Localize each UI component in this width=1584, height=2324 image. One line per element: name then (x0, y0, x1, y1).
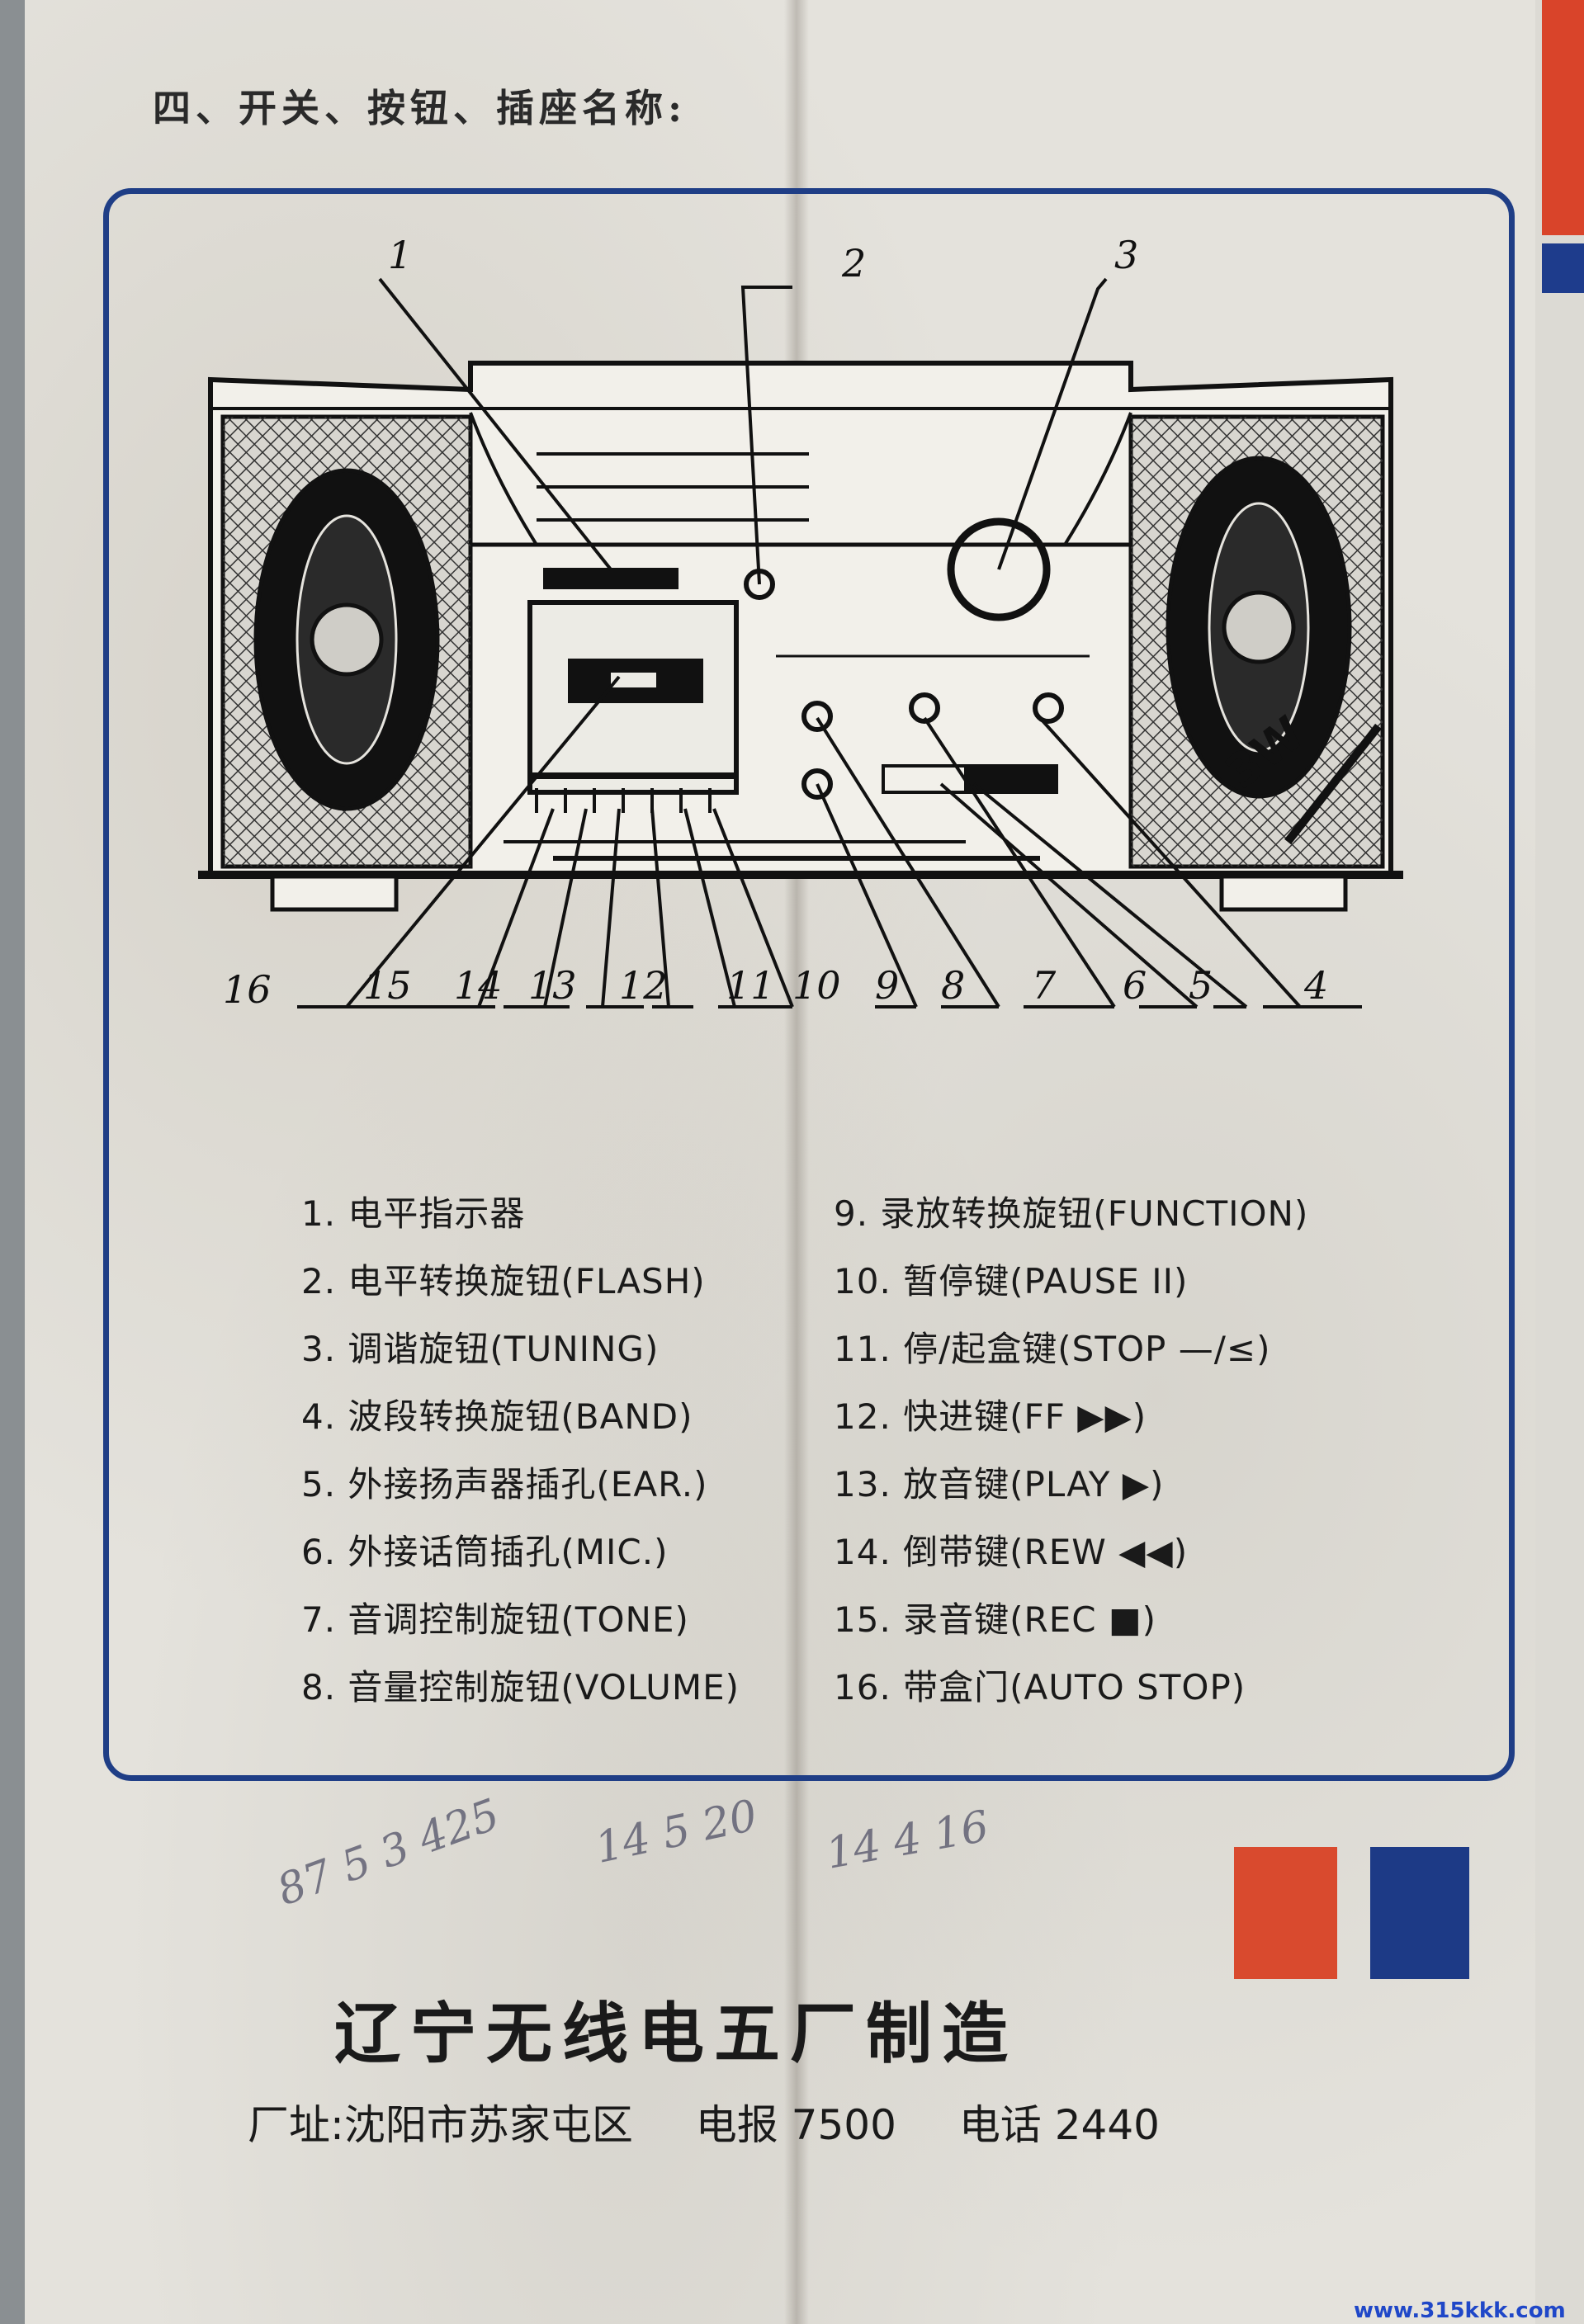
next-page-blue-block (1542, 243, 1584, 293)
diagram-label-9: 9 (875, 963, 899, 1008)
list-item: 1. 电平指示器 (301, 1193, 526, 1234)
diagram-label-6: 6 (1123, 963, 1147, 1008)
list-item: 4. 波段转换旋钮(BAND) (301, 1396, 693, 1437)
address-line: 厂址:沈阳市苏家屯区 电报 7500 电话 2440 (248, 2092, 1209, 2152)
diagram-label-12: 12 (619, 963, 668, 1008)
diagram-label-8: 8 (941, 963, 965, 1008)
blue-color-block (1370, 1847, 1469, 1979)
section-title: 四、开关、按钮、插座名称: (153, 86, 687, 130)
left-speaker (220, 414, 473, 869)
list-item: 7. 音调控制旋钮(TONE) (301, 1599, 689, 1640)
controls-list-right: 9. 录放转换旋钮(FUNCTION) 10. 暂停键(PAUSE II) 11… (834, 1180, 1511, 1722)
list-item: 15. 录音键(REC ■) (834, 1599, 1156, 1640)
right-speaker (1128, 414, 1385, 869)
watermark: www.315kkk.com (1354, 2298, 1566, 2323)
diagram-label-3: 3 (1114, 233, 1138, 277)
blue-frame (103, 188, 1515, 1781)
diagram-label-16: 16 (223, 967, 272, 1012)
controls-list-left: 1. 电平指示器 2. 电平转换旋钮(FLASH) 3. 调谐旋钮(TUNING… (301, 1180, 797, 1722)
list-item: 5. 外接扬声器插孔(EAR.) (301, 1464, 708, 1504)
list-item: 11. 停/起盒键(STOP —/≤) (834, 1329, 1271, 1369)
address-phone: 电话 2440 (958, 2101, 1160, 2149)
diagram-label-11: 11 (726, 963, 775, 1008)
diagram-label-14: 14 (454, 963, 503, 1008)
list-item: 16. 带盒门(AUTO STOP) (834, 1667, 1246, 1708)
diagram-label-15: 15 (363, 963, 412, 1008)
list-item: 6. 外接话筒插孔(MIC.) (301, 1532, 669, 1572)
list-item: 12. 快进键(FF ▶▶) (834, 1396, 1147, 1437)
diagram-label-10: 10 (792, 963, 841, 1008)
diagram-label-7: 7 (1032, 963, 1057, 1008)
next-page-edge (1535, 0, 1584, 2324)
diagram-label-4: 4 (1303, 963, 1328, 1008)
list-item: 8. 音量控制旋钮(VOLUME) (301, 1667, 740, 1708)
list-item: 13. 放音键(PLAY ▶) (834, 1464, 1165, 1504)
address-telegram: 电报 7500 (695, 2101, 896, 2149)
red-color-block (1234, 1847, 1337, 1979)
diagram-label-2: 2 (841, 241, 866, 286)
diagram-label-1: 1 (388, 233, 412, 277)
list-item: 3. 调谐旋钮(TUNING) (301, 1329, 660, 1369)
diagram-label-13: 13 (528, 963, 577, 1008)
list-item: 9. 录放转换旋钮(FUNCTION) (834, 1193, 1309, 1234)
list-item: 2. 电平转换旋钮(FLASH) (301, 1261, 706, 1301)
address-location: 厂址:沈阳市苏家屯区 (248, 2101, 633, 2149)
list-item: 14. 倒带键(REW ◀◀) (834, 1532, 1189, 1572)
radio-cassette-diagram: 3W (198, 233, 1403, 1012)
manufacturer-name: 辽宁无线电五厂制造 (334, 1995, 1018, 2072)
diagram-label-5: 5 (1189, 963, 1213, 1008)
next-page-red-block (1542, 0, 1584, 235)
list-item: 10. 暂停键(PAUSE II) (834, 1261, 1189, 1301)
